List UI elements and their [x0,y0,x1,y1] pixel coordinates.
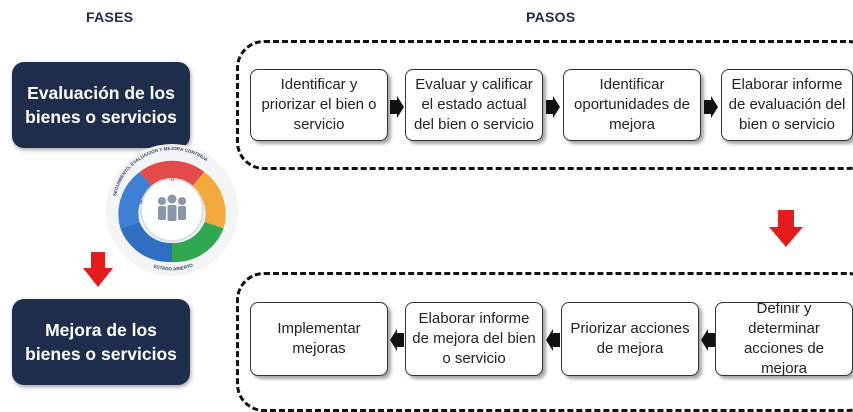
fases-header: FASES [86,9,134,25]
continuous-improvement-cycle: ⇕ ⇄ ⇅ ⇅ ⇄ SEGUIMIENTO, EVALUACIÓN Y MEJO… [106,144,238,276]
impr-step-prioritize: Priorizar acciones de mejora [561,302,699,376]
eval-step-4-label: Elaborar informe de evaluación del bien … [728,76,846,133]
impr-step-implement: Implementar mejoras [250,302,388,376]
evaluation-steps-container [236,40,853,170]
impr-arrow-3-icon [701,329,715,351]
phase-down-arrow-icon [83,252,113,287]
cycle-arrow-bottom-left-icon: ⇅ [149,237,156,246]
impr-step-1-label: Implementar mejoras [277,320,361,357]
eval-step-1-label: Identificar y priorizar el bien o servic… [261,76,377,133]
cycle-arrow-left-icon: ⇄ [136,198,143,207]
impr-arrow-1-icon [390,329,404,351]
eval-arrow-3-icon [704,96,718,118]
cycle-segment-lightblue [118,172,152,229]
phase-evaluation-label: Evaluación de los bienes o servicios [25,83,177,127]
cycle-segment-blue [120,222,172,263]
impr-step-3-label: Priorizar acciones de mejora [570,320,690,357]
eval-step-2-label: Evaluar y calificar el estado actual del… [413,76,535,133]
people-icon [158,194,186,221]
impr-arrow-2-icon [546,329,560,351]
steps-down-arrow-icon [769,210,803,247]
impr-step-4-label: Definir y determinar acciones de mejora [743,300,825,377]
cycle-segment-orange [192,172,226,229]
eval-step-evaluate-rate: Evaluar y calificar el estado actual del… [405,69,543,141]
phase-evaluation-box: Evaluación de los bienes o servicios [12,62,190,148]
eval-step-identify-prioritize: Identificar y priorizar el bien o servic… [250,69,388,141]
cycle-segment-red [139,160,205,187]
eval-arrow-1-icon [390,96,404,118]
eval-arrow-2-icon [546,96,560,118]
eval-step-identify-opportunities: Identificar oportunidades de mejora [563,69,701,141]
phase-improvement-label: Mejora de los bienes o servicios [25,320,177,364]
cycle-bottom-text: ESTADO ABIERTO [153,262,194,271]
cycle-arrow-bottom-right-icon: ⇅ [189,237,196,246]
eval-step-report: Elaborar informe de evaluación del bien … [721,69,853,141]
impr-step-report: Elaborar informe de mejora del bien o se… [405,302,543,376]
eval-step-3-label: Identificar oportunidades de mejora [574,76,690,133]
impr-step-2-label: Elaborar informe de mejora del bien o se… [412,310,536,367]
pasos-header: PASOS [526,9,576,25]
cycle-segment-green [172,222,224,263]
impr-step-define: Definir y determinar acciones de mejora [715,300,853,377]
phase-improvement-box: Mejora de los bienes o servicios [12,299,190,385]
cycle-arrow-right-icon: ⇄ [203,198,210,207]
cycle-arrow-top-icon: ⇕ [169,174,176,183]
